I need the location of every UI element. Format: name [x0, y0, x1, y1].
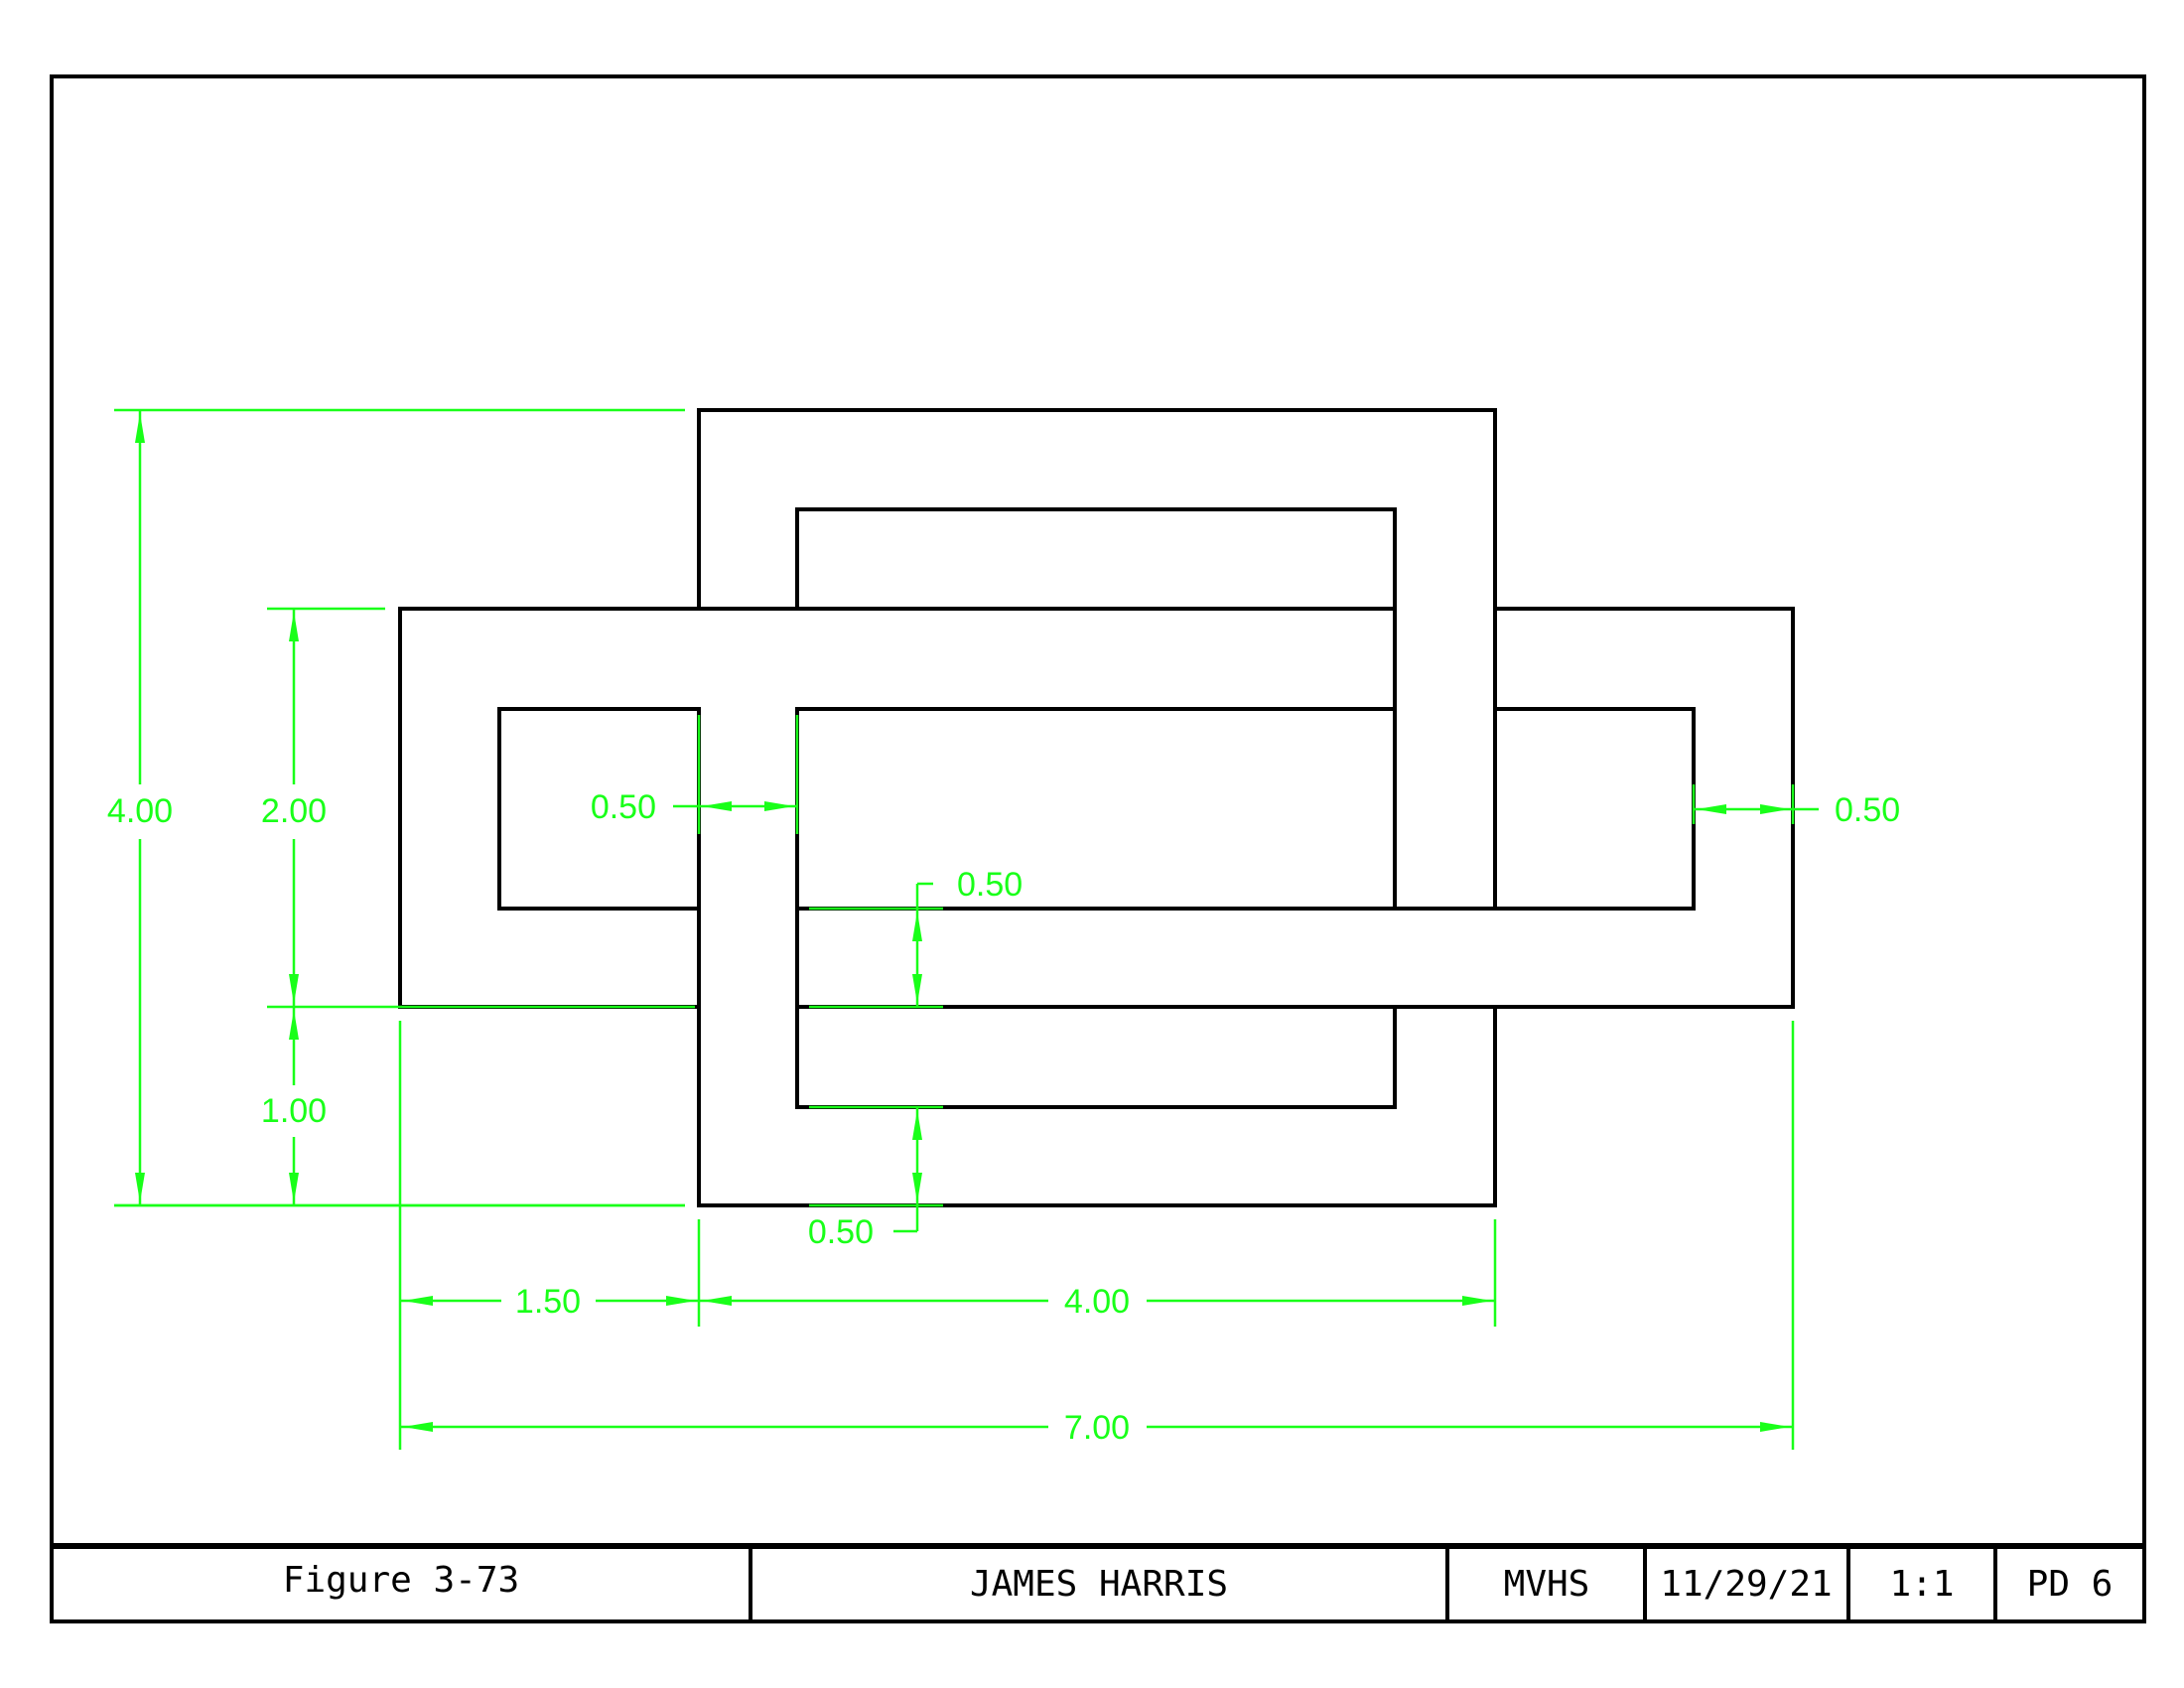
dim-text-horizontal-link-height: 2.00: [261, 792, 327, 830]
title-block-period: PD 6: [2027, 1564, 2114, 1605]
dim-right-wall-thickness: 0.50: [1692, 784, 1900, 829]
dim-left-wall-thickness: 0.50: [591, 715, 799, 834]
dim-left-offset: 1.50: [398, 1021, 701, 1450]
dim-overall-width: 7.00: [400, 1021, 1795, 1450]
dim-text-overall-height: 4.00: [107, 792, 173, 830]
dim-horizontal-link-height: 2.00: [261, 607, 695, 1009]
dim-text-bottom-band-thickness: 0.50: [808, 1213, 874, 1251]
title-block-name: JAMES HARRIS: [970, 1564, 1228, 1605]
title-block-school: MVHS: [1504, 1564, 1590, 1605]
dim-text-overall-width: 7.00: [1064, 1409, 1130, 1447]
dim-bottom-band-thickness: 0.50: [808, 1105, 943, 1251]
interlocking-links: [398, 408, 1795, 1207]
dim-text-top-band-thickness: 0.50: [957, 866, 1023, 904]
dim-text-vertical-link-width: 4.00: [1064, 1283, 1130, 1321]
dim-vertical-link-width: 4.00: [699, 1219, 1497, 1327]
dimension-layer: 4.00 2.00 1.00 0.50: [107, 408, 1900, 1450]
dim-text-right-wall-thickness: 0.50: [1835, 791, 1900, 829]
dim-text-lower-offset: 1.00: [261, 1092, 327, 1130]
title-block-scale: 1:1: [1889, 1564, 1954, 1605]
title-block-date: 11/29/21: [1660, 1564, 1832, 1605]
dim-text-left-wall-thickness: 0.50: [591, 788, 656, 826]
title-block: Figure 3-73 JAMES HARRIS MVHS 11/29/21 1…: [50, 1543, 2146, 1623]
dim-top-band-thickness: 0.50: [809, 866, 1023, 1009]
title-block-title: Figure 3-73: [283, 1560, 519, 1601]
sheet-border: [50, 74, 2146, 1623]
dim-text-left-offset: 1.50: [515, 1283, 581, 1321]
